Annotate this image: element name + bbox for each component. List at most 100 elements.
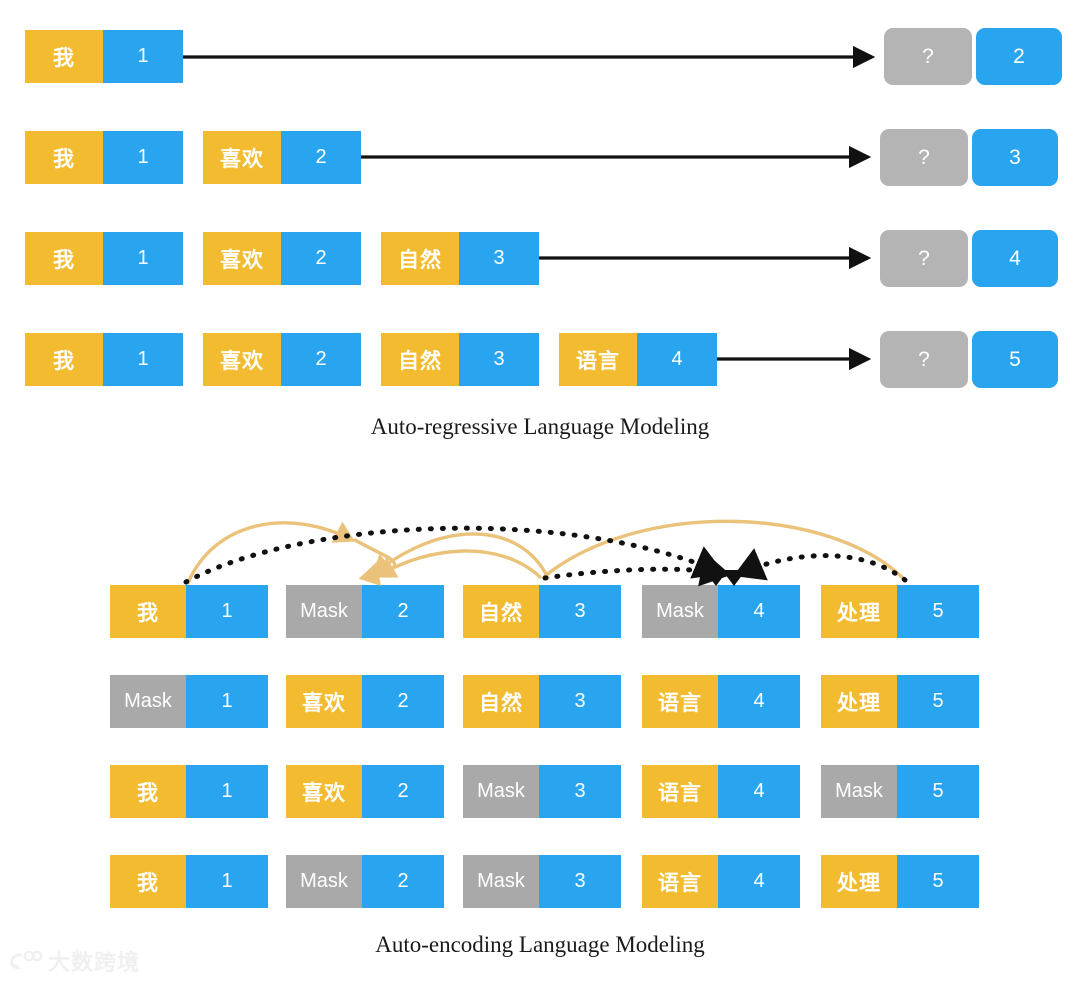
token-word: 自然 [381, 333, 459, 386]
token-word: 语言 [642, 675, 718, 728]
token-block: 处理 5 [821, 585, 979, 638]
prediction-block: ? 5 [880, 331, 1058, 388]
token-index: 2 [362, 585, 444, 638]
token-word: 我 [25, 30, 103, 83]
token-block-masked: Mask 1 [110, 675, 268, 728]
prediction-index: 5 [972, 331, 1058, 388]
token-index: 4 [637, 333, 717, 386]
token-word: 我 [110, 585, 186, 638]
attention-curve-orange [543, 519, 907, 582]
token-block: 处理 5 [821, 855, 979, 908]
token-word: 我 [25, 333, 103, 386]
token-block: 处理 5 [821, 675, 979, 728]
token-index: 3 [459, 333, 539, 386]
attention-curve-orange [353, 538, 397, 586]
token-block: 自然 3 [463, 585, 621, 638]
token-word: 语言 [642, 855, 718, 908]
token-index: 1 [186, 765, 268, 818]
attention-curve-orange [186, 521, 356, 585]
token-word: 喜欢 [203, 131, 281, 184]
token-index: 3 [539, 585, 621, 638]
token-index: 2 [281, 333, 361, 386]
token-block: 我 1 [110, 765, 268, 818]
token-block: 喜欢 2 [203, 333, 361, 386]
token-block: 我 1 [110, 855, 268, 908]
token-word: 喜欢 [286, 675, 362, 728]
prediction-block: ? 3 [880, 129, 1058, 186]
token-block: 我 1 [110, 585, 268, 638]
token-block: 我 1 [25, 333, 183, 386]
token-index: 1 [186, 675, 268, 728]
attention-curve-dotted [183, 525, 725, 585]
orange-attention-arrows [186, 519, 907, 586]
token-word: 喜欢 [203, 232, 281, 285]
prediction-block: ? 4 [880, 230, 1058, 287]
token-block: 自然 3 [381, 333, 539, 386]
token-block-masked: Mask 3 [463, 765, 621, 818]
token-block: 语言 4 [642, 855, 800, 908]
token-block-masked: Mask 4 [642, 585, 800, 638]
prediction-placeholder: ? [880, 331, 968, 388]
prediction-index: 4 [972, 230, 1058, 287]
mask-label: Mask [110, 675, 186, 728]
token-index: 4 [718, 765, 800, 818]
token-block: 自然 3 [463, 675, 621, 728]
autoregressive-caption: Auto-regressive Language Modeling [370, 414, 710, 439]
token-word: 喜欢 [203, 333, 281, 386]
prediction-placeholder: ? [884, 28, 972, 85]
token-word: 喜欢 [286, 765, 362, 818]
token-index: 5 [897, 675, 979, 728]
token-word: 自然 [463, 675, 539, 728]
token-index: 5 [897, 765, 979, 818]
watermark-logo-icon [10, 950, 42, 970]
token-index: 1 [103, 30, 183, 83]
token-index: 2 [362, 765, 444, 818]
token-word: 我 [110, 765, 186, 818]
mask-label: Mask [821, 765, 897, 818]
autoencoding-caption: Auto-encoding Language Modeling [375, 932, 705, 957]
token-index: 2 [281, 232, 361, 285]
black-dotted-attention-arrows [183, 525, 908, 587]
token-index: 3 [539, 675, 621, 728]
mask-label: Mask [463, 765, 539, 818]
attention-arrowheads [704, 570, 746, 586]
token-word: 语言 [642, 765, 718, 818]
token-index: 3 [539, 855, 621, 908]
token-block: 自然 3 [381, 232, 539, 285]
token-block-masked: Mask 2 [286, 585, 444, 638]
token-index: 4 [718, 675, 800, 728]
token-block: 我 1 [25, 30, 183, 83]
prediction-index: 2 [976, 28, 1062, 85]
attention-curve-orange [375, 549, 542, 579]
token-index: 1 [103, 232, 183, 285]
token-block: 喜欢 2 [203, 232, 361, 285]
token-block: 我 1 [25, 232, 183, 285]
token-block-masked: Mask 2 [286, 855, 444, 908]
prediction-placeholder: ? [880, 230, 968, 287]
token-block: 我 1 [25, 131, 183, 184]
token-block: 语言 4 [559, 333, 717, 386]
mask-label: Mask [642, 585, 718, 638]
mask-label: Mask [286, 585, 362, 638]
token-word: 自然 [381, 232, 459, 285]
token-index: 1 [103, 333, 183, 386]
token-word: 我 [110, 855, 186, 908]
token-index: 2 [281, 131, 361, 184]
token-word: 处理 [821, 585, 897, 638]
token-block-masked: Mask 5 [821, 765, 979, 818]
token-index: 3 [539, 765, 621, 818]
token-index: 1 [186, 585, 268, 638]
token-index: 3 [459, 232, 539, 285]
token-index: 5 [897, 585, 979, 638]
token-index: 4 [718, 585, 800, 638]
token-block: 语言 4 [642, 675, 800, 728]
token-index: 2 [362, 855, 444, 908]
prediction-index: 3 [972, 129, 1058, 186]
token-block: 喜欢 2 [286, 675, 444, 728]
token-block-masked: Mask 3 [463, 855, 621, 908]
token-block: 喜欢 2 [203, 131, 361, 184]
attention-curve-dotted [733, 548, 908, 583]
token-block: 语言 4 [642, 765, 800, 818]
prediction-placeholder: ? [880, 129, 968, 186]
